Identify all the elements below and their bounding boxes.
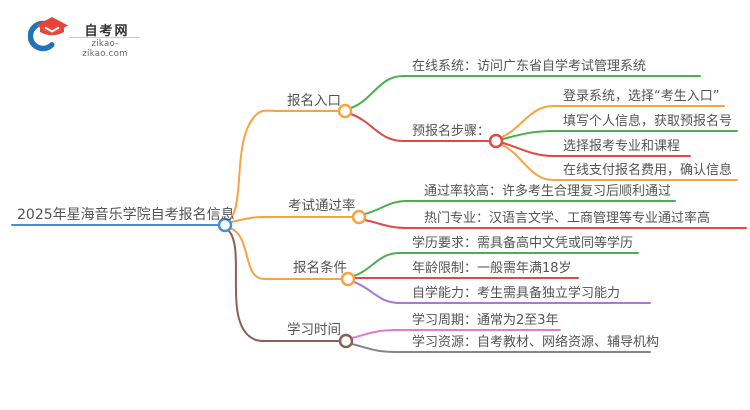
graduation-cap-icon xyxy=(28,17,68,52)
exam-pass-rate-handle[interactable] xyxy=(351,209,367,225)
link-study-period xyxy=(351,329,561,339)
site-logo[interactable]: 自考网 zikao-zikao.com xyxy=(26,12,156,59)
link-popular-majors xyxy=(364,219,747,229)
link-step-login xyxy=(501,105,725,138)
link-step-pay xyxy=(501,144,738,181)
leaf-self-study-ability[interactable]: 自学能力：考生需具备独立学习能力 xyxy=(412,286,621,301)
leaf-step-fill-info[interactable]: 填写个人信息，获取预报名号 xyxy=(563,114,733,129)
branch-study-time[interactable]: 学习时间 xyxy=(287,322,341,338)
link-study-resources xyxy=(351,343,651,353)
leaf-online-system[interactable]: 在线系统：访问广东省自学考试管理系统 xyxy=(412,59,647,74)
leaf-age-limit[interactable]: 年龄限制：一般需年满18岁 xyxy=(412,261,572,276)
registration-entry-handle[interactable] xyxy=(337,103,353,119)
site-domain: zikao-zikao.com xyxy=(82,39,128,59)
link-self-study-ability xyxy=(353,281,651,304)
link-exam-pass-rate xyxy=(230,216,353,223)
link-prereg-steps xyxy=(350,113,490,142)
leaf-study-period[interactable]: 学习周期：通常为2至3年 xyxy=(412,313,559,328)
link-step-fill-info xyxy=(502,130,738,140)
leaf-popular-majors[interactable]: 热门专业：汉语言文学、工商管理等专业通过率高 xyxy=(424,211,711,226)
link-education-requirement xyxy=(353,252,639,277)
site-name: 自考网 xyxy=(84,24,130,39)
root-node-label[interactable]: 2025年星海音乐学院自考报名信息 xyxy=(17,207,235,223)
branch-prereg-steps[interactable]: 预报名步骤： xyxy=(412,124,491,139)
branch-registration-requirements[interactable]: 报名条件 xyxy=(293,260,347,276)
logo-divider xyxy=(70,37,140,38)
link-online-system xyxy=(350,75,701,109)
link-pass-rate-high xyxy=(364,200,676,215)
link-step-choose-major xyxy=(502,142,691,157)
root-node-handle[interactable] xyxy=(217,217,233,233)
branch-registration-entry[interactable]: 报名入口 xyxy=(287,93,341,109)
leaf-step-login[interactable]: 登录系统，选择“考生入口” xyxy=(563,89,720,104)
link-registration-requirements xyxy=(229,227,342,280)
leaf-pass-rate-high[interactable]: 通过率较高：许多考生合理复习后顺利通过 xyxy=(424,184,672,199)
leaf-step-choose-major[interactable]: 选择报考专业和课程 xyxy=(563,139,681,154)
leaf-step-pay[interactable]: 在线支付报名费用，确认信息 xyxy=(563,163,733,178)
leaf-education-requirement[interactable]: 学历要求：需具备高中文凭或同等学历 xyxy=(412,236,634,251)
link-registration-entry xyxy=(228,109,339,221)
link-study-time xyxy=(227,229,340,342)
prereg-steps-handle[interactable] xyxy=(488,133,504,149)
registration-requirements-handle[interactable] xyxy=(340,271,356,287)
study-time-handle[interactable] xyxy=(338,333,354,349)
branch-exam-pass-rate[interactable]: 考试通过率 xyxy=(288,198,356,214)
leaf-study-resources[interactable]: 学习资源：自考教材、网络资源、辅导机构 xyxy=(412,335,660,350)
